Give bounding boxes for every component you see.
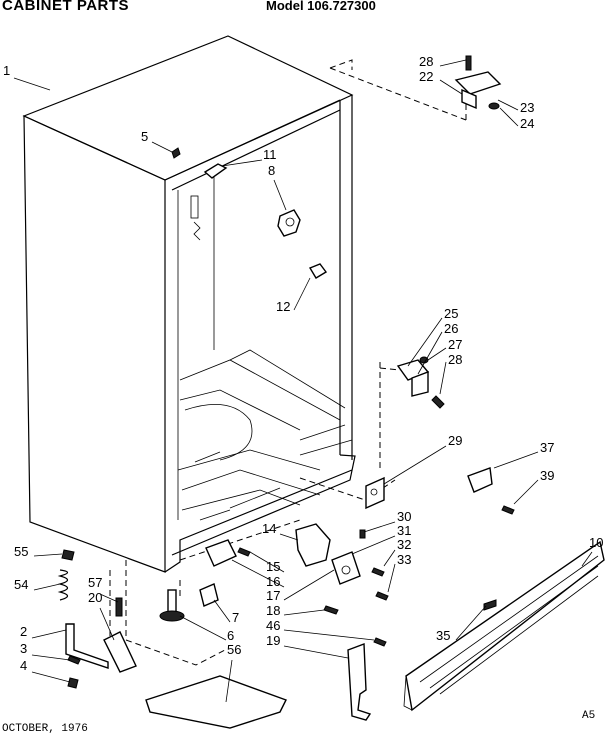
callout-c2: 2 [20, 624, 27, 639]
callout-c55: 55 [14, 544, 28, 559]
callout-c37: 37 [540, 440, 554, 455]
callout-c20: 20 [88, 590, 102, 605]
back-outline [329, 59, 353, 70]
callout-c4: 4 [20, 658, 27, 673]
callout-c57: 57 [88, 575, 102, 590]
bracket-8 [277, 209, 301, 237]
callout-c23: 23 [520, 100, 534, 115]
grommet-12 [308, 263, 328, 279]
base-rail-56 [145, 675, 287, 729]
bracket-20 [103, 597, 137, 673]
thermostat-housing-14 [295, 523, 331, 567]
callout-c35: 35 [436, 628, 450, 643]
callout-c28b: 28 [448, 352, 462, 367]
grille-10 [403, 540, 605, 712]
callout-c24: 24 [520, 116, 534, 131]
clip-11 [203, 163, 228, 179]
rod-2 [65, 623, 109, 689]
callout-c30: 30 [397, 509, 411, 524]
callout-c39: 39 [540, 468, 554, 483]
callout-c18: 18 [266, 603, 280, 618]
callout-c6: 6 [227, 628, 234, 643]
callout-c32: 32 [397, 537, 411, 552]
callout-c12: 12 [276, 299, 290, 314]
callout-c27: 27 [448, 337, 462, 352]
callout-c19: 19 [266, 633, 280, 648]
cabinet-body [22, 35, 356, 573]
callout-c10: 10 [589, 535, 603, 550]
bracket-19 [347, 637, 387, 721]
callout-c1: 1 [3, 63, 10, 78]
callout-c33: 33 [397, 552, 411, 567]
block-16 [199, 539, 251, 607]
callout-c14: 14 [262, 521, 276, 536]
center-hinge-assembly [379, 356, 445, 409]
callout-c11: 11 [263, 147, 277, 162]
callout-c5: 5 [141, 129, 148, 144]
model-number: Model 106.727300 [266, 0, 376, 13]
callout-c54: 54 [14, 577, 28, 592]
hinge-bracket-29 [365, 476, 385, 510]
callout-c22: 22 [419, 69, 433, 84]
callout-c15: 15 [266, 559, 280, 574]
plug-5 [171, 147, 181, 159]
callout-c26: 26 [444, 321, 458, 336]
switch-assembly-17 [323, 529, 389, 615]
callout-c16: 16 [266, 574, 280, 589]
callout-c31: 31 [397, 523, 411, 538]
callout-c28a: 28 [419, 54, 433, 69]
callout-c8: 8 [268, 163, 275, 178]
bracket-37 [467, 467, 515, 515]
callout-c7: 7 [232, 610, 239, 625]
sheet-number: A5 [582, 710, 596, 722]
callout-c29: 29 [448, 433, 462, 448]
print-date: OCTOBER, 1976 [2, 723, 88, 735]
leveling-leg-6 [159, 589, 185, 622]
callout-c56: 56 [227, 642, 241, 657]
diagram-title: CABINET PARTS [2, 0, 130, 14]
callout-c46: 46 [266, 618, 280, 633]
callout-c3: 3 [20, 641, 27, 656]
top-hinge-assembly [454, 55, 502, 120]
callout-c25: 25 [444, 306, 458, 321]
callout-c17: 17 [266, 588, 280, 603]
spring-54 [57, 549, 75, 601]
leader-lines [13, 59, 593, 703]
